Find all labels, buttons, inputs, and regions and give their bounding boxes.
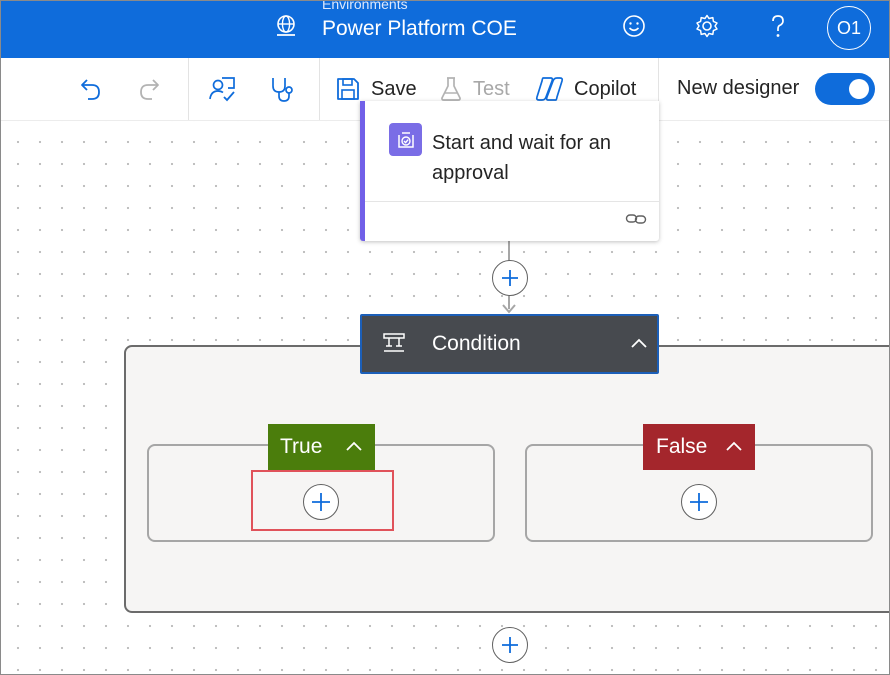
header-bar: Environments Power Platform COE O1 bbox=[1, 1, 889, 58]
save-icon bbox=[337, 78, 359, 100]
copilot-label: Copilot bbox=[574, 77, 637, 100]
test-label: Test bbox=[473, 77, 510, 100]
new-designer-label: New designer bbox=[677, 77, 800, 99]
save-label: Save bbox=[371, 77, 417, 100]
chevron-up-icon[interactable] bbox=[629, 334, 649, 354]
condition-icon bbox=[383, 333, 405, 352]
undo-icon bbox=[81, 79, 100, 100]
beaker-icon bbox=[441, 77, 461, 101]
approval-action-title: Start and wait for an approval bbox=[432, 132, 611, 184]
globe-icon[interactable] bbox=[273, 13, 299, 39]
add-step-after-condition-button[interactable] bbox=[492, 627, 528, 663]
environment-label: Environments bbox=[322, 0, 408, 12]
condition-card[interactable]: Condition bbox=[360, 314, 659, 374]
plus-icon bbox=[502, 270, 518, 286]
stethoscope-icon bbox=[272, 78, 293, 102]
toolbar-divider bbox=[658, 58, 659, 120]
condition-title: Condition bbox=[432, 332, 521, 355]
toolbar-divider bbox=[188, 58, 189, 120]
insert-step-button[interactable] bbox=[492, 260, 528, 296]
toolbar-divider bbox=[319, 58, 320, 120]
plus-icon bbox=[312, 493, 330, 511]
redo-button[interactable] bbox=[131, 70, 167, 108]
false-branch-label: False bbox=[656, 435, 708, 458]
toggle-knob bbox=[849, 79, 869, 99]
chevron-up-icon[interactable] bbox=[344, 437, 364, 457]
flow-checker-icon bbox=[209, 77, 235, 102]
add-true-action-button[interactable] bbox=[303, 484, 339, 520]
save-button[interactable]: Save bbox=[335, 70, 417, 108]
settings-icon[interactable] bbox=[692, 11, 722, 41]
environment-name[interactable]: Power Platform COE bbox=[322, 17, 517, 40]
approval-icon bbox=[389, 123, 422, 156]
test-button[interactable]: Test bbox=[439, 70, 510, 108]
help-icon[interactable] bbox=[763, 11, 793, 41]
smiley-icon[interactable] bbox=[619, 11, 649, 41]
plus-icon bbox=[690, 493, 708, 511]
false-branch-tag[interactable]: False bbox=[643, 424, 755, 470]
approval-action-card[interactable]: Start and wait for an approval bbox=[360, 101, 659, 241]
avatar[interactable]: O1 bbox=[827, 6, 871, 50]
flow-health-button[interactable] bbox=[264, 70, 300, 108]
new-designer-toggle[interactable] bbox=[815, 73, 875, 105]
card-divider bbox=[365, 201, 659, 202]
true-branch-label: True bbox=[280, 435, 323, 458]
true-branch-tag[interactable]: True bbox=[268, 424, 375, 470]
add-false-action-button[interactable] bbox=[681, 484, 717, 520]
redo-icon bbox=[140, 79, 159, 100]
plus-icon bbox=[502, 637, 518, 653]
copilot-icon bbox=[535, 77, 564, 101]
undo-button[interactable] bbox=[73, 70, 109, 108]
connection-link-icon[interactable] bbox=[625, 211, 647, 227]
flow-checker-button[interactable] bbox=[204, 70, 240, 108]
chevron-up-icon[interactable] bbox=[724, 437, 744, 457]
highlight-box bbox=[251, 470, 394, 531]
copilot-button[interactable]: Copilot bbox=[534, 70, 636, 108]
